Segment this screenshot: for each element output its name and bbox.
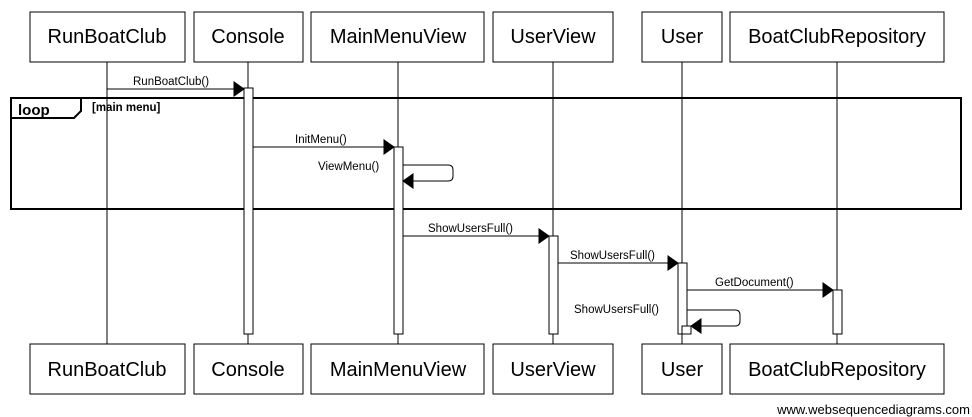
svg-text:User: User xyxy=(661,359,704,381)
arrowhead xyxy=(402,173,414,189)
arrowhead xyxy=(690,318,702,334)
svg-text:RunBoatClub: RunBoatClub xyxy=(48,359,167,381)
participants-top: RunBoatClub Console MainMenuView UserVie… xyxy=(29,11,945,63)
participant-mainmenuview-bottom: MainMenuView xyxy=(310,343,485,395)
message-label: ShowUsersFull() xyxy=(574,304,659,316)
svg-text:MainMenuView: MainMenuView xyxy=(330,359,467,381)
activation-mainmenuview xyxy=(393,146,404,335)
arrowhead xyxy=(233,81,245,97)
message-label: ViewMenu() xyxy=(318,161,379,173)
loop-tag: loop xyxy=(18,102,50,119)
participant-runboatclub: RunBoatClub xyxy=(29,11,186,63)
message-label: GetDocument() xyxy=(715,277,794,289)
svg-text:Console: Console xyxy=(211,26,284,48)
participant-boatclubrepository: BoatClubRepository xyxy=(729,11,945,63)
svg-text:MainMenuView: MainMenuView xyxy=(330,26,467,48)
svg-text:User: User xyxy=(661,26,704,48)
message-label: ShowUsersFull() xyxy=(570,250,655,262)
svg-text:BoatClubRepository: BoatClubRepository xyxy=(748,359,926,381)
arrowhead xyxy=(667,255,679,271)
participants-bottom: RunBoatClub Console MainMenuView UserVie… xyxy=(29,343,945,395)
participant-boatclubrepository-bottom: BoatClubRepository xyxy=(729,343,945,395)
participant-userview-bottom: UserView xyxy=(492,343,614,395)
svg-text:UserView: UserView xyxy=(510,359,596,381)
svg-text:RunBoatClub: RunBoatClub xyxy=(48,26,167,48)
activation-userview xyxy=(548,235,559,335)
activation-user xyxy=(677,262,688,335)
arrowhead xyxy=(822,282,834,298)
participant-console-bottom: Console xyxy=(193,343,304,395)
message-line-viewmenu xyxy=(403,164,454,182)
participant-console: Console xyxy=(193,11,304,63)
message-label: InitMenu() xyxy=(295,134,347,146)
svg-text:Console: Console xyxy=(211,359,284,381)
lifelines xyxy=(106,62,838,344)
svg-text:UserView: UserView xyxy=(510,26,596,48)
loop-frame: loop [main menu] xyxy=(10,97,962,210)
arrowhead xyxy=(383,139,395,155)
activations xyxy=(243,87,843,335)
participant-userview: UserView xyxy=(492,11,614,63)
participant-mainmenuview: MainMenuView xyxy=(310,11,485,63)
messages xyxy=(107,81,834,334)
activation-boatclubrepository xyxy=(832,289,843,335)
loop-condition: [main menu] xyxy=(92,102,161,114)
message-line-showusersfull-self xyxy=(687,309,741,327)
participant-user: User xyxy=(641,11,723,63)
activation-user-nested xyxy=(681,325,692,335)
activation-console xyxy=(243,87,254,335)
svg-text:BoatClubRepository: BoatClubRepository xyxy=(748,26,926,48)
message-labels: RunBoatClub() InitMenu() ViewMenu() Show… xyxy=(133,76,794,316)
message-label: RunBoatClub() xyxy=(133,76,209,88)
footer-watermark: www.websequencediagrams.com xyxy=(777,402,970,417)
message-label: ShowUsersFull() xyxy=(428,223,513,235)
participant-runboatclub-bottom: RunBoatClub xyxy=(29,343,186,395)
participant-user-bottom: User xyxy=(641,343,723,395)
arrowhead xyxy=(538,228,550,244)
